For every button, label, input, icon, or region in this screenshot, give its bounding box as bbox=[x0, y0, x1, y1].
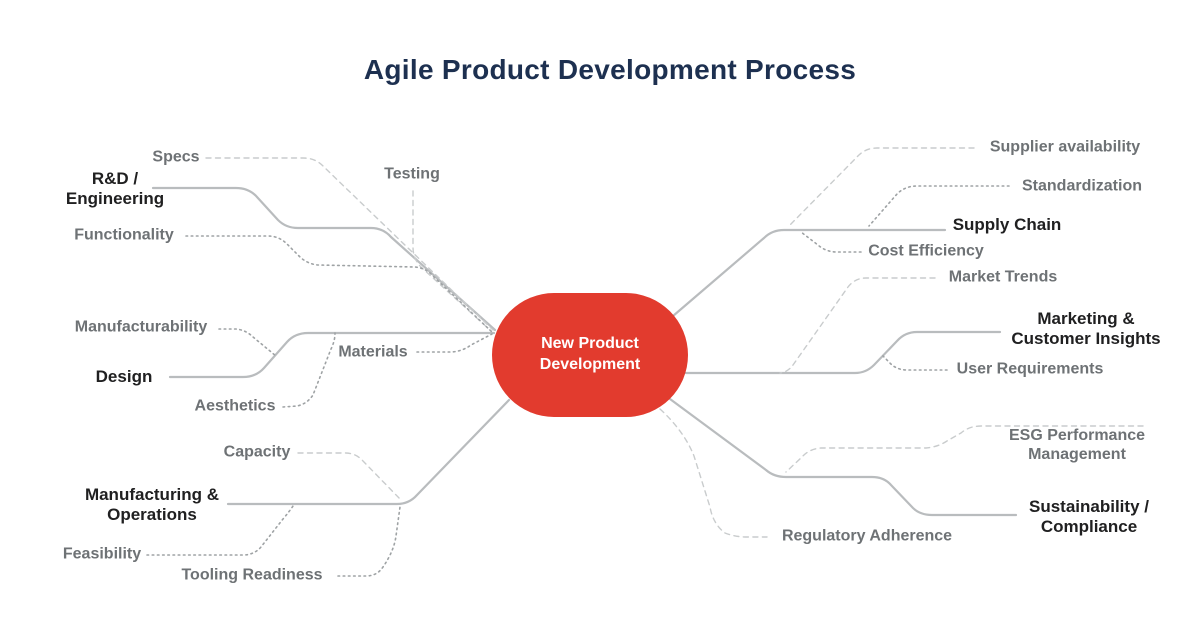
connector-capacity bbox=[297, 452, 401, 500]
subtopic-regulatory-adherence: Regulatory Adherence bbox=[781, 527, 953, 545]
subtopic-feasibility: Feasibility bbox=[62, 545, 142, 563]
branch-supply-chain: Supply Chain bbox=[952, 214, 1062, 234]
connector-cost-efficiency bbox=[800, 231, 862, 253]
connector-feasibility bbox=[146, 505, 294, 556]
connector-specs bbox=[205, 157, 494, 331]
connector-aesthetics bbox=[282, 332, 336, 408]
subtopic-functionality: Functionality bbox=[74, 226, 174, 244]
connector-marketing bbox=[684, 330, 1002, 375]
branch-design: Design bbox=[95, 366, 153, 386]
connector-manufacturing bbox=[226, 398, 511, 506]
connector-esg bbox=[785, 425, 1144, 473]
center-node-label: New Product Development bbox=[539, 335, 641, 373]
subtopic-tooling-readiness: Tooling Readiness bbox=[181, 566, 323, 584]
subtopic-materials: Materials bbox=[338, 343, 408, 361]
subtopic-capacity: Capacity bbox=[223, 443, 291, 461]
connector-tooling-readiness bbox=[337, 506, 401, 577]
connector-materials bbox=[416, 333, 493, 353]
subtopic-testing: Testing bbox=[384, 165, 440, 183]
branch-marketing-customer-insights: Marketing & Customer Insights bbox=[1011, 308, 1161, 348]
diagram-title: Agile Product Development Process bbox=[363, 54, 857, 85]
subtopic-manufacturability: Manufacturability bbox=[74, 318, 208, 336]
subtopic-esg-performance-management: ESG Performance Management bbox=[1008, 427, 1146, 463]
connector-supply-chain bbox=[671, 228, 947, 318]
connector-design bbox=[168, 331, 496, 379]
center-node: New Product Development bbox=[492, 293, 688, 417]
branch-manufacturing-operations: Manufacturing & Operations bbox=[84, 484, 220, 524]
branch-sustainability-compliance: Sustainability / Compliance bbox=[1029, 496, 1149, 536]
branch-rnd-engineering: R&D / Engineering bbox=[65, 168, 165, 208]
connector-functionality bbox=[185, 235, 493, 333]
connector-testing bbox=[412, 190, 492, 332]
connector-supplier-availability bbox=[787, 147, 975, 228]
connector-regulatory-adherence bbox=[659, 408, 768, 538]
subtopic-supplier-availability: Supplier availability bbox=[989, 138, 1141, 156]
connector-rnd bbox=[151, 186, 497, 332]
subtopic-cost-efficiency: Cost Efficiency bbox=[868, 242, 984, 260]
connector-sustainability bbox=[668, 397, 1018, 517]
subtopic-user-requirements: User Requirements bbox=[956, 360, 1104, 378]
connector-market-trends bbox=[779, 277, 936, 374]
subtopic-market-trends: Market Trends bbox=[948, 268, 1058, 286]
subtopic-specs: Specs bbox=[152, 148, 200, 166]
connector-manufacturability bbox=[218, 328, 277, 357]
subtopic-standardization: Standardization bbox=[1021, 177, 1143, 195]
subtopic-aesthetics: Aesthetics bbox=[194, 397, 276, 415]
connector-standardization bbox=[868, 185, 1010, 227]
connector-user-requirements bbox=[882, 355, 948, 371]
